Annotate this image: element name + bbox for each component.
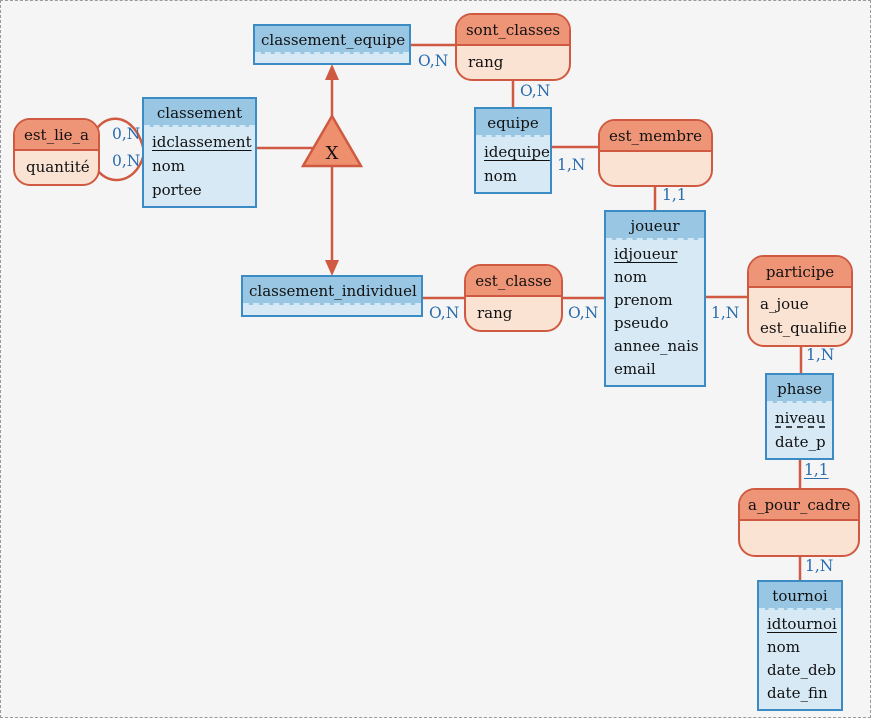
- entity-phase: phase niveau date_p: [765, 373, 834, 460]
- cardinality-est_membre-joueur: 1,1: [662, 186, 687, 204]
- relation-sont-classes: sont_classes rang: [455, 13, 571, 81]
- attribute: rang: [468, 53, 504, 71]
- cardinality-joueur-participe: 1,N: [711, 304, 740, 322]
- entity-title: equipe: [476, 109, 550, 137]
- attribute: date_fin: [767, 684, 828, 702]
- relation-participe: participe a_joue est_qualifie: [747, 255, 853, 347]
- attribute: a_joue: [760, 295, 809, 313]
- relation-attributes: quantité: [15, 151, 98, 184]
- attribute: nom: [484, 167, 517, 185]
- cardinality-est_lie_a-classement-bottom: 0,N: [112, 152, 141, 170]
- relation-attributes: [740, 521, 858, 555]
- relation-title: est_membre: [600, 121, 711, 152]
- cardinality-equipe-est_membre: 1,N: [557, 156, 586, 174]
- relation-title: est_classe: [466, 266, 561, 297]
- attribute: email: [614, 360, 656, 378]
- entity-joueur: joueur idjoueur nom prenom pseudo annee_…: [604, 210, 706, 387]
- relation-attributes: [600, 152, 711, 185]
- cardinality-classement_equipe-sont_classes: O,N: [418, 52, 449, 70]
- cardinality-classement_individuel-est_classe: O,N: [429, 304, 460, 322]
- entity-classement-individuel: classement_individuel: [241, 275, 423, 317]
- relation-attributes: rang: [457, 46, 569, 79]
- attribute: portee: [152, 181, 202, 199]
- cardinality-est_classe-joueur: O,N: [568, 304, 599, 322]
- attribute-identifier: idclassement: [152, 133, 252, 151]
- attribute: date_p: [775, 433, 826, 451]
- relation-title: a_pour_cadre: [740, 490, 858, 521]
- cardinality-a_pour_cadre-tournoi: 1,N: [805, 557, 834, 575]
- relation-a-pour-cadre: a_pour_cadre: [738, 488, 860, 557]
- relation-est-lie-a: est_lie_a quantité: [13, 118, 100, 186]
- entity-attributes: idtournoi nom date_deb date_fin: [759, 610, 841, 709]
- entity-classement: classement idclassement nom portee: [142, 97, 257, 208]
- arrowhead-down-icon: [325, 260, 339, 276]
- entity-attributes: niveau date_p: [767, 403, 832, 458]
- cardinality-est_lie_a-classement-top: 0,N: [112, 125, 141, 143]
- exclusion-constraint-triangle: [300, 113, 364, 168]
- arrowhead-up-icon: [325, 64, 339, 80]
- entity-attributes: idjoueur nom prenom pseudo annee_nais em…: [606, 240, 704, 385]
- relation-est-classe: est_classe rang: [464, 264, 563, 332]
- entity-title: classement_equipe: [255, 26, 409, 54]
- entity-attributes: idclassement nom portee: [144, 127, 255, 206]
- attribute: pseudo: [614, 314, 669, 332]
- attribute-relative-identifier: niveau: [775, 409, 826, 427]
- attribute-identifier: idequipe: [484, 143, 550, 161]
- entity-title: classement_individuel: [243, 277, 421, 305]
- attribute: date_deb: [767, 661, 837, 679]
- attribute: quantité: [26, 158, 90, 176]
- attribute: nom: [767, 638, 800, 656]
- relation-attributes: a_joue est_qualifie: [749, 288, 851, 345]
- entity-title: classement: [144, 99, 255, 127]
- attribute-identifier: idjoueur: [614, 245, 678, 263]
- cardinality-participe-phase: 1,N: [806, 346, 835, 364]
- relation-est-membre: est_membre: [598, 119, 713, 187]
- entity-attributes: idequipe nom: [476, 137, 550, 192]
- cardinality-phase-a_pour_cadre: 1,1: [804, 461, 829, 479]
- relation-title: sont_classes: [457, 15, 569, 46]
- entity-title: joueur: [606, 212, 704, 240]
- attribute: nom: [152, 157, 185, 175]
- entity-title: phase: [767, 375, 832, 403]
- entity-tournoi: tournoi idtournoi nom date_deb date_fin: [757, 580, 843, 711]
- relation-title: participe: [749, 257, 851, 288]
- relation-title: est_lie_a: [15, 120, 98, 151]
- exclusion-constraint-label: X: [326, 143, 339, 164]
- attribute: prenom: [614, 291, 673, 309]
- entity-attributes: [243, 305, 421, 315]
- entity-attributes: [255, 54, 409, 63]
- entity-title: tournoi: [759, 582, 841, 610]
- attribute: annee_nais: [614, 337, 699, 355]
- relation-attributes: rang: [466, 297, 561, 330]
- entity-classement-equipe: classement_equipe: [253, 24, 411, 65]
- attribute: est_qualifie: [760, 319, 847, 337]
- cardinality-sont_classes-equipe: O,N: [520, 82, 551, 100]
- entity-equipe: equipe idequipe nom: [474, 107, 552, 194]
- attribute: rang: [477, 304, 513, 322]
- attribute-identifier: idtournoi: [767, 615, 837, 633]
- attribute: nom: [614, 268, 647, 286]
